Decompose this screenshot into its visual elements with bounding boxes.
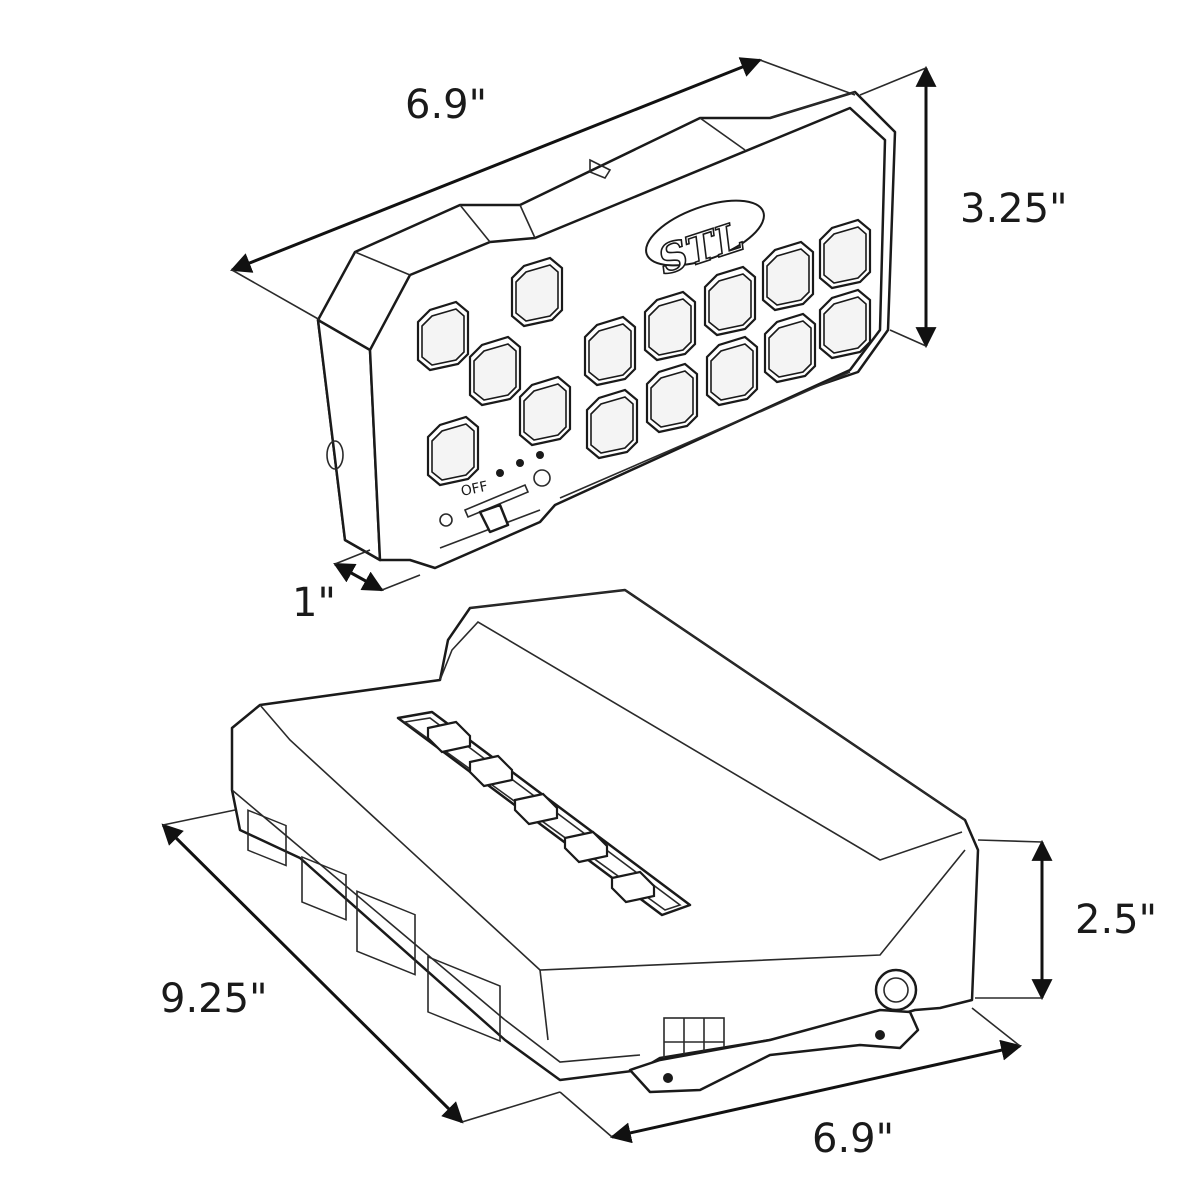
keypad-button (585, 388, 639, 460)
slot-button (426, 720, 472, 754)
keypad-button (468, 335, 522, 407)
keypad-button (416, 300, 470, 372)
box-length-label: 9.25" (160, 976, 267, 1022)
keypad-height-label: 3.25" (960, 186, 1067, 232)
keypad-button (703, 265, 757, 337)
keypad-button (818, 288, 872, 360)
keypad-button (643, 290, 697, 362)
keypad-button (426, 415, 480, 487)
slot-button (513, 792, 559, 826)
keypad-button (705, 335, 759, 407)
slot-button (563, 830, 609, 864)
indicator-led-3 (536, 451, 544, 459)
round-port (874, 968, 918, 1012)
keypad-button (818, 218, 872, 290)
keypad-width-dimension: 6.9" (230, 57, 856, 321)
slot-button (468, 754, 514, 788)
keypad-depth-dimension: 1" (292, 549, 421, 626)
indicator-led-2 (516, 459, 524, 467)
slot-button-group (426, 720, 656, 904)
control-box-device (230, 588, 980, 1094)
keypad-button (761, 240, 815, 312)
keypad-device: STL OFF (316, 90, 897, 570)
slot-button (610, 870, 656, 904)
indicator-ring (533, 469, 551, 487)
box-height-label: 2.5" (1075, 897, 1157, 943)
keypad-button (763, 312, 817, 384)
box-height-dimension: 2.5" (975, 839, 1157, 1001)
box-width-label: 6.9" (812, 1116, 894, 1162)
keypad-button (583, 315, 637, 387)
keypad-width-label: 6.9" (405, 82, 487, 128)
keypad-button (645, 362, 699, 434)
power-switch: OFF (439, 479, 530, 534)
box-width-dimension: 6.9" (559, 1007, 1023, 1162)
keypad-depth-label: 1" (292, 580, 336, 626)
box-length-dimension: 9.25" (160, 809, 561, 1124)
keypad-mount-hole (326, 440, 344, 470)
indicator-led-1 (496, 469, 504, 477)
svg-text:OFF: OFF (460, 479, 490, 500)
keypad-button (518, 375, 572, 447)
keypad-height-dimension: 3.25" (859, 65, 1067, 349)
